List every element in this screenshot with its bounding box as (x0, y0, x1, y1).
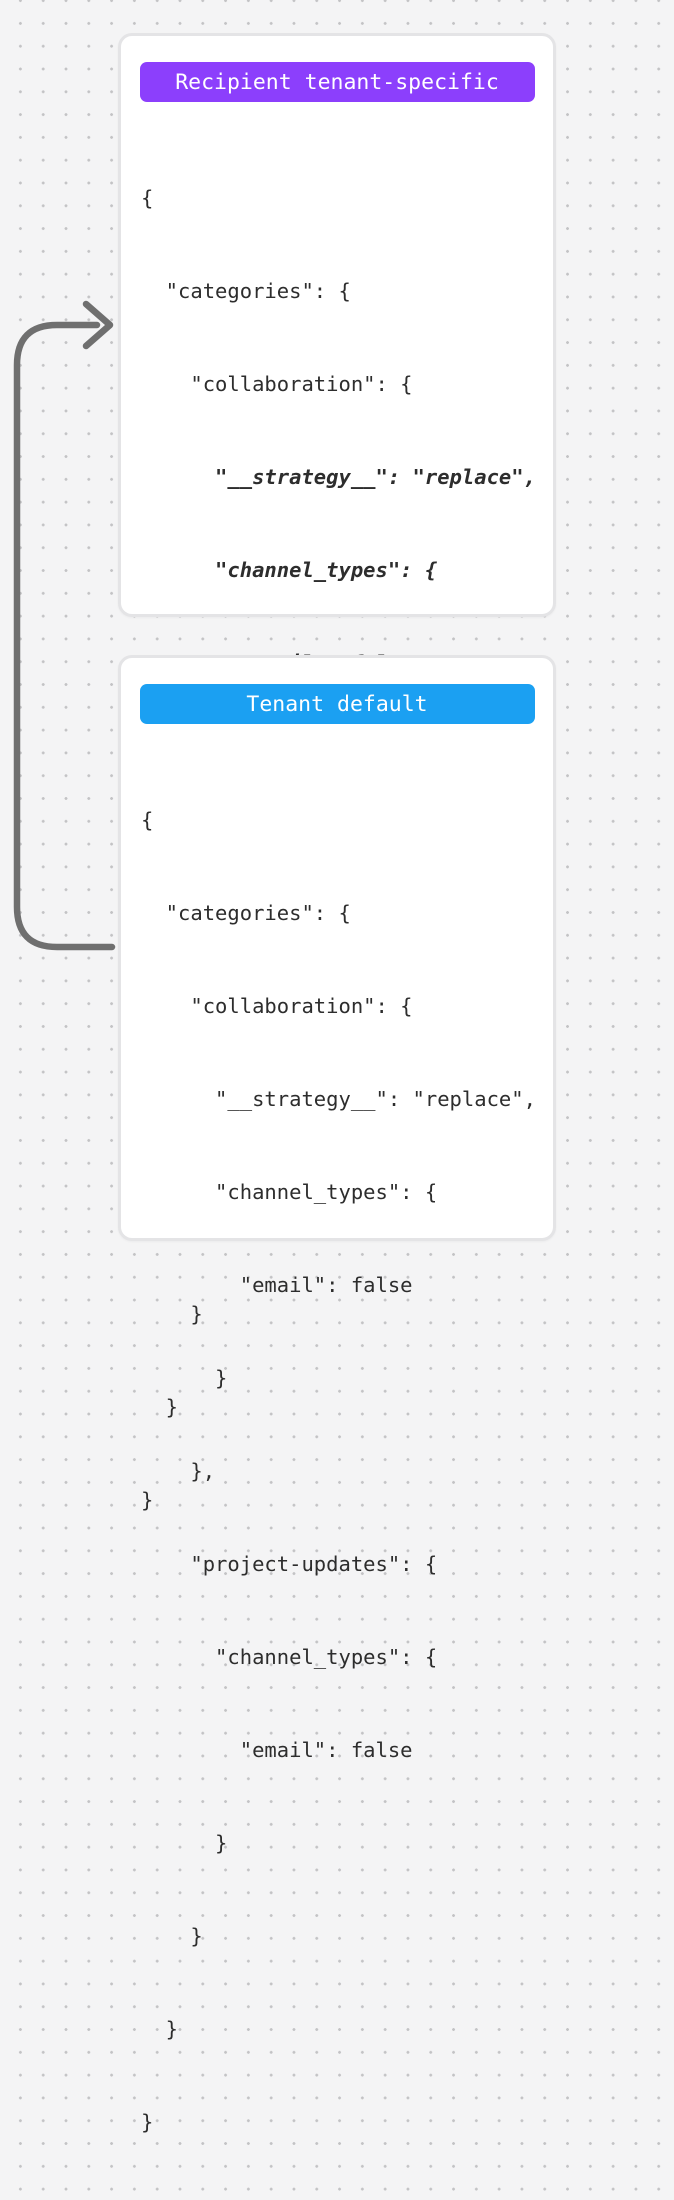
code-line: } (141, 1924, 203, 1948)
code-line: "categories": { (141, 901, 351, 925)
code-line: "channel_types": { (141, 558, 438, 582)
code-line: "project-updates": { (141, 1552, 438, 1576)
code-line: { (141, 186, 154, 210)
code-line: "channel_types": { (141, 1645, 438, 1669)
code-line: } (141, 2110, 154, 2134)
code-line: "email": false (141, 1273, 413, 1297)
tenant-default-json-code-block: { "categories": { "collaboration": { "__… (141, 743, 553, 2200)
code-line: } (141, 2017, 179, 2041)
code-line: "collaboration": { (141, 372, 413, 396)
code-line: { (141, 808, 154, 832)
code-line: }, (141, 1459, 216, 1483)
merge-strategy-diagram: { "page": { "background_color": "#f4f4f5… (0, 0, 674, 2134)
arrowhead-icon (82, 300, 114, 350)
code-line: "email": false (141, 1738, 413, 1762)
code-line: } (141, 1366, 228, 1390)
arrow-shaft (13, 321, 116, 951)
code-line: "__strategy__": "replace", (141, 1087, 536, 1111)
code-line: } (141, 1831, 228, 1855)
tenant-default-card: Tenant default { "categories": { "collab… (118, 655, 556, 2134)
code-line: "channel_types": { (141, 1180, 438, 1204)
code-line: "categories": { (141, 279, 351, 303)
code-line: "collaboration": { (141, 994, 413, 1018)
recipient-tenant-specific-badge: Recipient tenant-specific (139, 62, 535, 102)
code-line: "__strategy__": "replace", (141, 465, 536, 489)
recipient-tenant-specific-card: Recipient tenant-specific { "categories"… (118, 33, 556, 1512)
tenant-default-badge: Tenant default (139, 684, 535, 724)
